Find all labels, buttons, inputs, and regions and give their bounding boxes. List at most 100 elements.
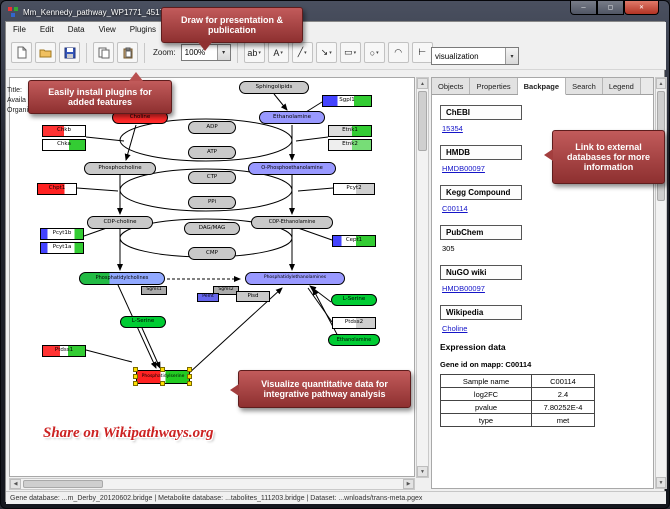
label-tool-button[interactable]: A▾ — [267, 42, 289, 63]
node-l-serine[interactable]: L-Serine — [331, 294, 377, 306]
menu-item-view[interactable]: View — [98, 24, 116, 34]
node-chka[interactable]: Chka — [42, 139, 86, 151]
menu-bar: FileEditDataViewPluginsHelp — [6, 22, 666, 36]
node-ptdss1[interactable]: Ptdss1 — [42, 345, 86, 357]
copy-button[interactable] — [93, 42, 114, 63]
node-chkb[interactable]: Chkb — [42, 125, 86, 137]
line-tool-button[interactable]: ╱▾ — [291, 42, 313, 63]
database-link[interactable]: HMDB00097 — [442, 284, 645, 293]
node-atp[interactable]: ATP — [188, 146, 236, 159]
node-l-serine[interactable]: L-Serine — [120, 316, 166, 328]
node-dag-mag[interactable]: DAG/MAG — [184, 222, 240, 235]
close-button[interactable]: ✕ — [624, 1, 659, 15]
node-pcyt2[interactable]: Pcyt2 — [333, 183, 375, 195]
canvas-vertical-scrollbar[interactable]: ▲ ▼ — [416, 77, 429, 478]
node-ethanolamine[interactable]: Ethanolamine — [259, 111, 325, 124]
scroll-down-button[interactable]: ▼ — [656, 477, 666, 488]
node-phosphocholine[interactable]: Phosphocholine — [84, 162, 156, 175]
selection-handle[interactable] — [187, 367, 192, 372]
pathway-info-label: Organi — [7, 107, 29, 114]
scroll-right-button[interactable]: ▶ — [403, 479, 414, 489]
datanode-tool-button[interactable]: ab▾ — [243, 42, 265, 63]
paste-button[interactable] — [117, 42, 138, 63]
open-file-button[interactable] — [35, 42, 56, 63]
close-icon: ✕ — [638, 5, 645, 11]
node-adp[interactable]: ADP — [188, 121, 236, 134]
node-cmp[interactable]: CMP — [188, 247, 236, 260]
node-o-phosphoethanolamine[interactable]: O-Phosphoethanolamine — [248, 162, 336, 175]
tab-search[interactable]: Search — [566, 78, 603, 94]
scrollbar-thumb[interactable] — [23, 480, 103, 488]
node-chpt1[interactable]: Chpt1 — [37, 183, 77, 195]
node-cept1[interactable]: Cept1 — [332, 235, 376, 247]
node-ppi[interactable]: PPi — [188, 196, 236, 209]
menu-item-plugins[interactable]: Plugins — [129, 24, 157, 34]
node-sgms2[interactable]: Sgms2 — [213, 286, 239, 295]
selection-handle[interactable] — [133, 367, 138, 372]
copy-icon — [98, 47, 109, 58]
node-pisd[interactable]: Pisd — [236, 291, 270, 302]
database-link[interactable]: C00114 — [442, 204, 645, 213]
tab-properties[interactable]: Properties — [470, 78, 518, 94]
node-sphingolipids[interactable]: Sphingolipids — [239, 81, 309, 94]
menu-item-data[interactable]: Data — [67, 24, 85, 34]
node-phosphatidylethanolamines[interactable]: Phosphatidylethanolamines — [245, 272, 345, 285]
selection-handle[interactable] — [160, 367, 165, 372]
chevron-down-icon[interactable]: ▾ — [216, 45, 230, 60]
selection-handle[interactable] — [187, 381, 192, 386]
menu-item-file[interactable]: File — [13, 24, 26, 34]
maximize-button[interactable]: ▢ — [597, 1, 624, 15]
node-phosphatidylcholines[interactable]: Phosphatidylcholines — [79, 272, 165, 285]
selection-handle[interactable] — [160, 381, 165, 386]
database-link[interactable]: Choline — [442, 324, 645, 333]
node-cdp-ethanolamine[interactable]: CDP-Ethanolamine — [251, 216, 333, 229]
external-link[interactable]: C00114 — [442, 204, 468, 213]
node-pcyt1b[interactable]: Pcyt1b — [40, 228, 84, 240]
node-sgms1[interactable]: Sgms1 — [141, 286, 167, 295]
arrow-tool-button[interactable]: ↘▾ — [315, 42, 337, 63]
selection-handle[interactable] — [133, 381, 138, 386]
visualization-combobox[interactable]: visualization ▾ — [431, 47, 519, 65]
canvas-horizontal-scrollbar[interactable]: ◀ ▶ — [9, 478, 415, 490]
database-link[interactable]: 15354 — [442, 124, 645, 133]
zoom-combobox[interactable]: 100% ▾ — [180, 44, 231, 61]
menu-item-edit[interactable]: Edit — [39, 24, 54, 34]
node-ctp[interactable]: CTP — [188, 171, 236, 184]
node-etnk1[interactable]: Etnk1 — [328, 125, 372, 137]
node-cdp-choline[interactable]: CDP-choline — [87, 216, 153, 229]
node-ptdss2[interactable]: Ptdss2 — [332, 317, 376, 329]
ellipse-tool-button[interactable]: ○▾ — [363, 42, 385, 63]
scroll-left-button[interactable]: ◀ — [10, 479, 21, 489]
node-etnk2[interactable]: Etnk2 — [328, 139, 372, 151]
gene-id-line: Gene id on mapp: C00114 — [440, 360, 532, 369]
database-link[interactable]: HMDB00097 — [442, 164, 645, 173]
external-link[interactable]: 15354 — [442, 124, 463, 133]
rect-tool-button[interactable]: ▭▾ — [339, 42, 361, 63]
external-link[interactable]: HMDB00097 — [442, 164, 485, 173]
new-file-button[interactable] — [11, 42, 32, 63]
selection-handle[interactable] — [187, 374, 192, 379]
tab-backpage[interactable]: Backpage — [517, 78, 567, 95]
scroll-up-button[interactable]: ▲ — [417, 78, 428, 89]
arc-tool-button[interactable]: ◠ — [387, 42, 409, 63]
selection-handle[interactable] — [133, 374, 138, 379]
tbar-tool-button[interactable]: ⊢ — [411, 42, 433, 63]
scroll-up-button[interactable]: ▲ — [656, 78, 666, 89]
tab-objects[interactable]: Objects — [432, 78, 471, 94]
external-link[interactable]: HMDB00097 — [442, 284, 485, 293]
titlebar: Mm_Kennedy_pathway_WP1771_45176.gpml — [7, 4, 173, 20]
node-pemt[interactable]: Pemt — [197, 293, 219, 302]
tab-legend[interactable]: Legend — [602, 78, 641, 94]
chevron-down-icon[interactable]: ▾ — [505, 48, 518, 64]
scrollbar-thumb[interactable] — [418, 91, 427, 151]
node-ethanolamine[interactable]: Ethanolamine — [328, 334, 380, 346]
node-sgpl1[interactable]: Sgpl1 — [322, 95, 372, 107]
callout-link: Link to external databases for more info… — [544, 130, 665, 184]
scroll-down-button[interactable]: ▼ — [417, 466, 428, 477]
external-link[interactable]: Choline — [442, 324, 468, 333]
minimize-button[interactable]: ─ — [570, 1, 597, 15]
node-pcyt1a[interactable]: Pcyt1a — [40, 242, 84, 254]
save-button[interactable] — [59, 42, 80, 63]
